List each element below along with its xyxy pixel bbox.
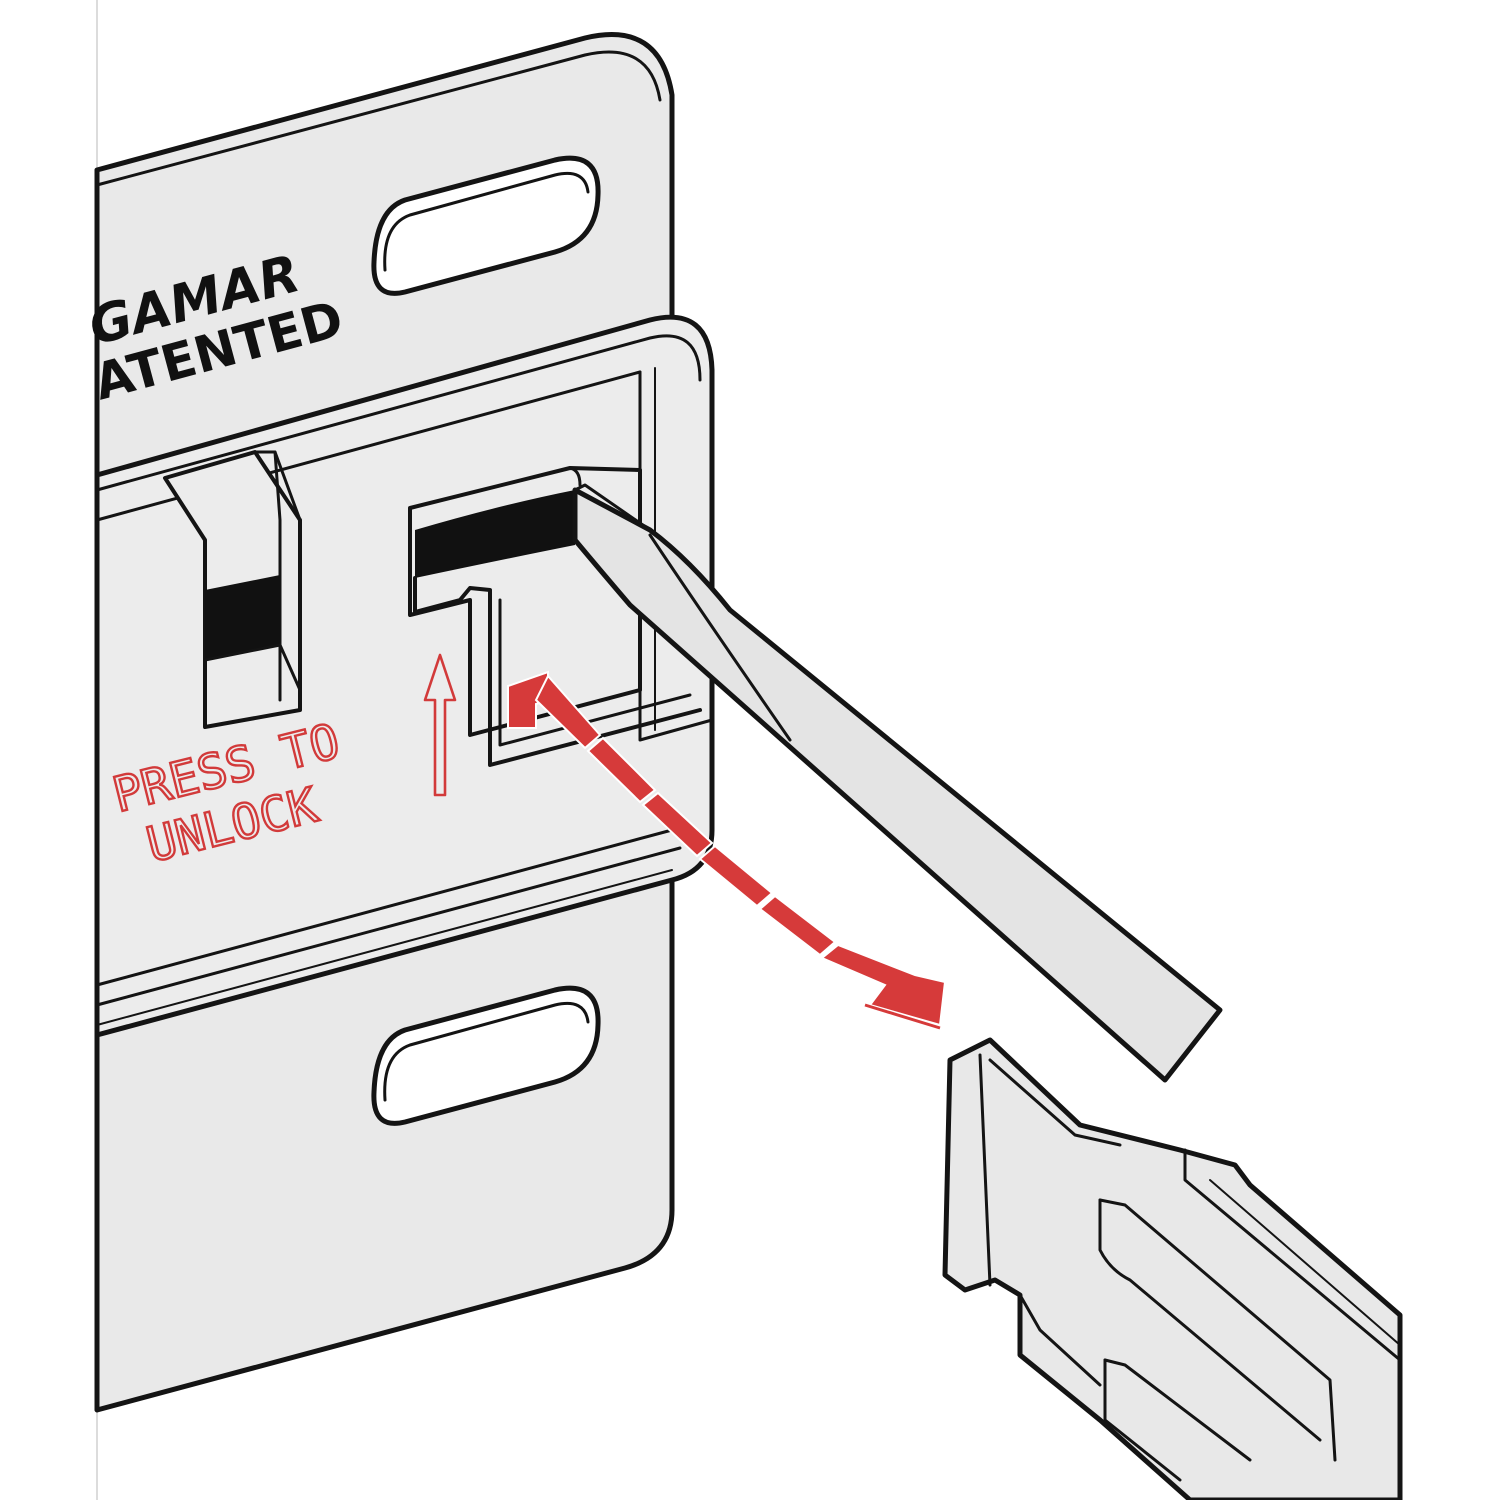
clip-body — [942, 1037, 1403, 1500]
rail-bottom-lip-3 — [96, 869, 673, 1026]
left-latch-dark-slot — [205, 575, 280, 660]
up-arrow-icon — [423, 653, 457, 797]
upper-slot-hole — [371, 155, 601, 296]
rail-top-lip — [95, 334, 702, 492]
rail-bottom-lip — [95, 828, 674, 987]
screwdriver-blade-facet — [648, 533, 792, 742]
screwdriver — [572, 483, 1223, 1083]
screwdriver-shaft — [572, 487, 1223, 1083]
removal-arrow-icon — [507, 670, 947, 1030]
left-latch-tab — [163, 450, 302, 729]
clip-latch — [942, 1037, 1403, 1500]
rail-bottom-lip-2 — [95, 846, 682, 1007]
lower-slot-hole — [371, 985, 601, 1126]
latch-dark-cavity — [415, 490, 575, 578]
bracket-top-edge — [95, 50, 662, 187]
